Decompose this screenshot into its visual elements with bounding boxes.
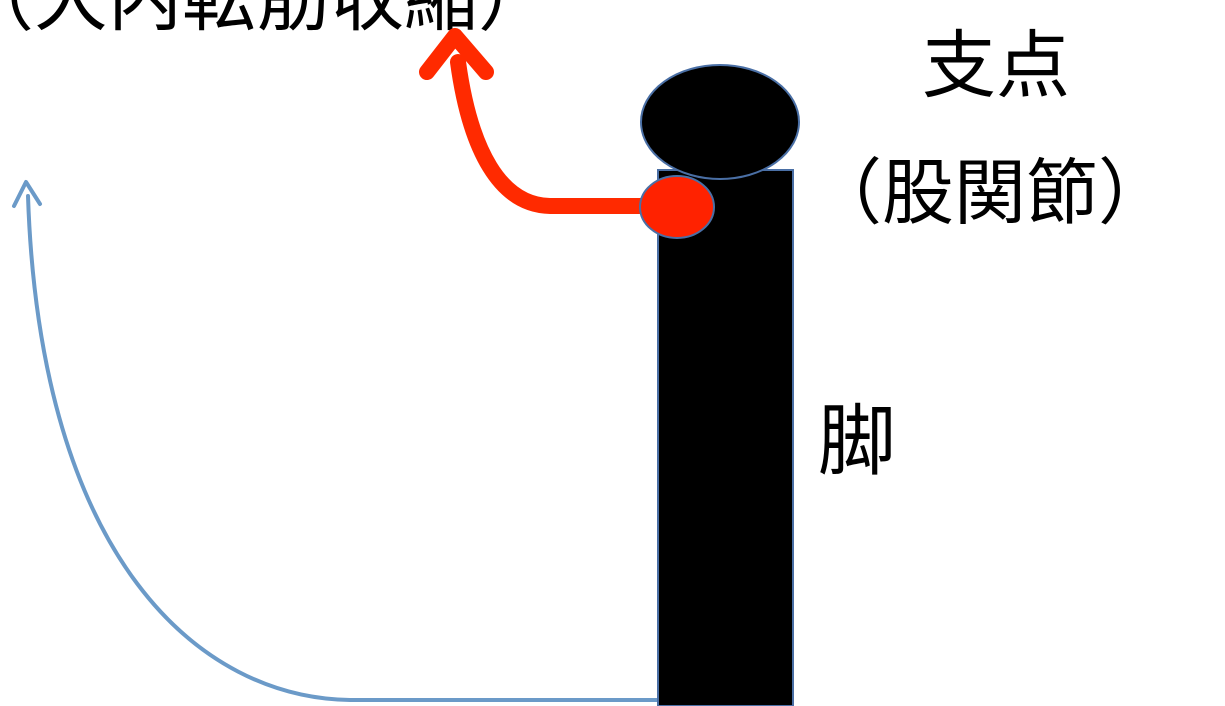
muscle-pull-arrow — [450, 54, 658, 214]
leg-bar — [657, 169, 794, 706]
pivot-sublabel: （股関節） — [810, 151, 1170, 235]
muscle-attachment — [639, 175, 715, 239]
swing-arc-arrow — [26, 194, 662, 702]
muscle-pull-arrowhead-icon — [419, 28, 494, 80]
pivot-label: 支点 — [922, 23, 1070, 109]
leg-label: 脚 — [818, 397, 896, 487]
swing-arc-arrowhead-icon — [12, 180, 42, 208]
hip-joint-circle — [640, 64, 800, 180]
top-muscle-label: （大内転筋収縮） — [0, 0, 552, 42]
